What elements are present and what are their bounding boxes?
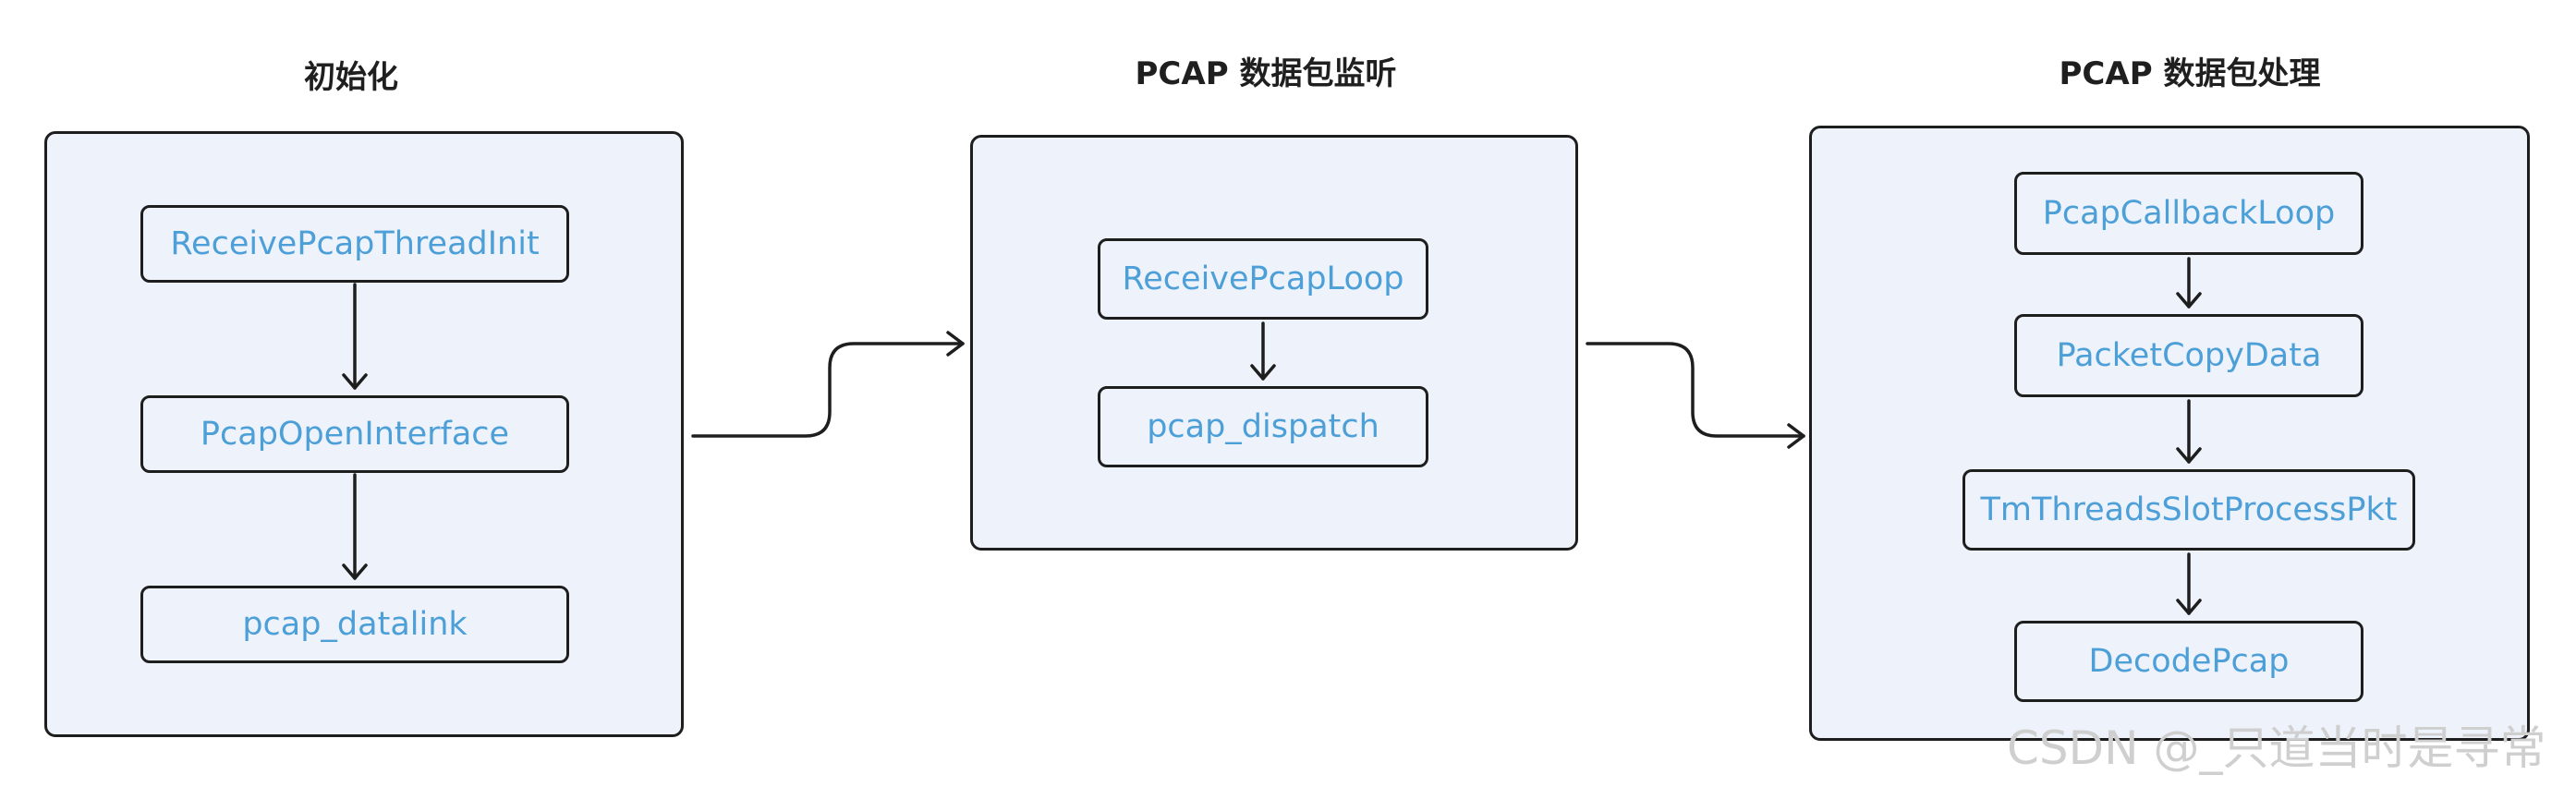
node-pcap-datalink[interactable]: pcap_datalink xyxy=(140,586,569,663)
watermark: CSDN @_只道当时是寻常 xyxy=(2007,721,2546,775)
node-tm-threads-slot-process-pkt[interactable]: TmThreadsSlotProcessPkt xyxy=(1962,469,2415,551)
node-receive-pcap-thread-init[interactable]: ReceivePcapThreadInit xyxy=(140,205,569,283)
edge-init-to-listen xyxy=(691,331,965,438)
node-decode-pcap[interactable]: DecodePcap xyxy=(2014,621,2363,702)
group-title-listen: PCAP 数据包监听 xyxy=(1135,55,1397,92)
group-title-init: 初始化 xyxy=(304,59,398,96)
node-pcap-open-interface[interactable]: PcapOpenInterface xyxy=(140,395,569,473)
edge-listen-to-process xyxy=(1586,342,1805,449)
node-pcap-callback-loop[interactable]: PcapCallbackLoop xyxy=(2014,172,2363,255)
group-title-process: PCAP 数据包处理 xyxy=(2059,55,2321,92)
node-packet-copy-data[interactable]: PacketCopyData xyxy=(2014,314,2363,397)
node-pcap-dispatch[interactable]: pcap_dispatch xyxy=(1098,386,1428,467)
group-listen xyxy=(970,135,1578,551)
node-receive-pcap-loop[interactable]: ReceivePcapLoop xyxy=(1098,238,1428,320)
